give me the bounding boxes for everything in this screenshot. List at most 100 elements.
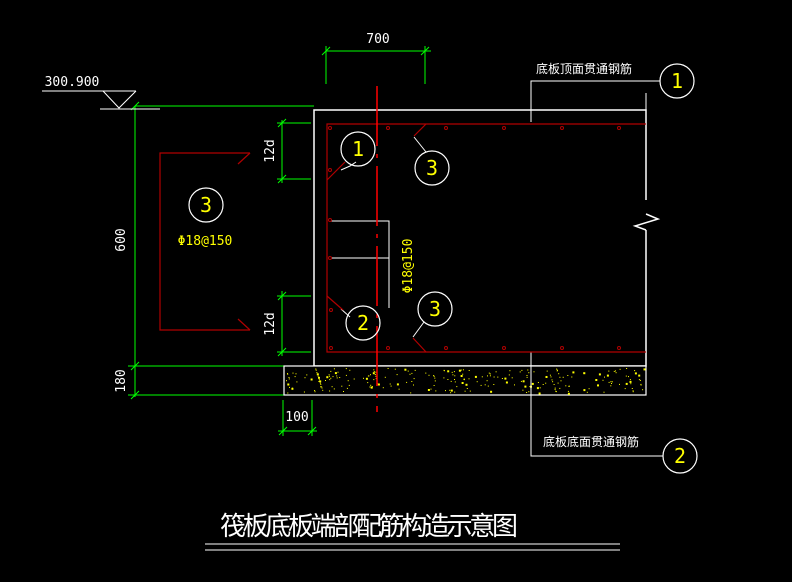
cushion-speckle [396,374,398,376]
cushion-speckle [296,381,298,383]
cushion-speckle [320,383,322,385]
cushion-speckle [375,375,377,377]
cushion-speckle [396,383,399,386]
cushion-speckle [387,368,389,369]
cushion-speckle [493,384,495,385]
cushion-speckle [640,384,642,386]
cushion-speckle [333,388,335,390]
cushion-speckle [345,368,347,370]
cushion-speckle [528,391,530,393]
cushion-speckle [608,381,610,383]
cushion-speckle [643,368,646,371]
cushion-speckle [450,380,452,382]
cushion-speckle [287,373,288,375]
cushion-speckle [624,388,626,390]
callout-detail-3-circle [188,187,224,223]
cushion-speckle [463,378,465,380]
cushion-speckle [434,377,436,379]
cushion-speckle [375,378,377,380]
cushion-speckle [377,383,380,386]
cushion-speckle [443,377,445,379]
callout-1-number: 1 [671,69,683,93]
cushion-speckle [336,377,338,379]
cushion-speckle [452,374,454,376]
cushion-speckle [306,374,308,376]
cushion-speckle [365,377,368,380]
cushion-speckle [528,372,530,374]
cushion-speckle [454,391,456,393]
cushion-speckle [519,371,521,373]
cushion-speckle [332,376,334,378]
cushion-speckle [460,369,462,371]
leader-top-rebar [530,80,660,122]
cushion-speckle [370,374,371,376]
elevation-triangle-icon [102,90,137,109]
leader-bottom-rebar [530,352,663,457]
cushion-speckle [462,369,464,371]
rebar-dots [328,126,621,350]
cushion-speckle [608,370,610,372]
cushion-speckle [484,384,486,386]
cushion-speckle [595,379,598,381]
cushion-speckle [370,386,373,389]
cushion-speckle [572,371,575,374]
cushion-speckle [454,375,456,377]
cushion-speckle [433,385,435,386]
cushion-speckle [606,374,609,377]
cushion-speckle [615,372,617,374]
cushion-speckle [456,386,458,388]
cushion-speckle [464,390,466,392]
cushion-speckle [460,375,463,377]
cushion-speckle [407,370,409,372]
cushion-speckle [349,369,351,371]
cushion-speckle [389,383,391,385]
cushion-speckle [556,368,558,370]
cushion-speckle [558,373,560,375]
cushion-speckle [462,373,464,375]
cushion-speckle [567,392,570,395]
callout-inner-2-circle [345,305,381,341]
cushion-speckle [642,389,644,391]
cushion-speckle [481,376,483,378]
callout-2-circle [662,438,698,474]
cushion-speckle [343,391,344,392]
cushion-speckle [318,376,320,379]
cushion-speckle [458,369,461,372]
cushion-speckle [320,386,322,388]
cushion-speckle [487,385,489,387]
cushion-speckle [341,385,343,387]
cushion-speckle [625,375,627,377]
side-bar-spec: Φ18@150 [401,239,416,294]
cushion-speckle [375,371,377,373]
cushion-speckle [497,376,499,378]
cushion-speckle [443,369,445,371]
cushion-speckle [454,381,456,383]
cushion-speckle [505,381,508,384]
drawing-title: 筏板底板端部配筋构造示意图 [220,512,518,542]
cushion-speckle [550,376,552,378]
cushion-speckle [610,381,612,383]
cushion-speckle [317,375,319,377]
cushion-speckle [469,390,471,392]
cushion-speckle [568,385,570,387]
cushion-speckle [521,369,523,371]
cushion-speckle [414,369,416,371]
cushion-speckle [630,383,632,385]
bottom-rebar-label: 底板底面贯通钢筋 [543,434,639,449]
cushion-speckle [413,384,414,386]
cushion-speckle [310,378,313,381]
cushion-speckle [295,373,297,375]
cushion-speckle [567,390,569,392]
callout-inner-3-bottom-number: 3 [429,297,441,321]
callout-detail-3-number: 3 [200,193,212,217]
cushion-speckle [304,377,306,379]
dim-180-text: 180 [114,369,129,392]
cushion-speckle [640,383,642,385]
cushion-speckle [447,379,449,380]
cushion-speckle [453,371,455,373]
cushion-speckle [501,378,503,379]
cushion-layer [283,365,647,396]
cushion-speckle [567,375,569,376]
cushion-speckle [468,370,470,371]
cushion-speckle [445,390,446,392]
